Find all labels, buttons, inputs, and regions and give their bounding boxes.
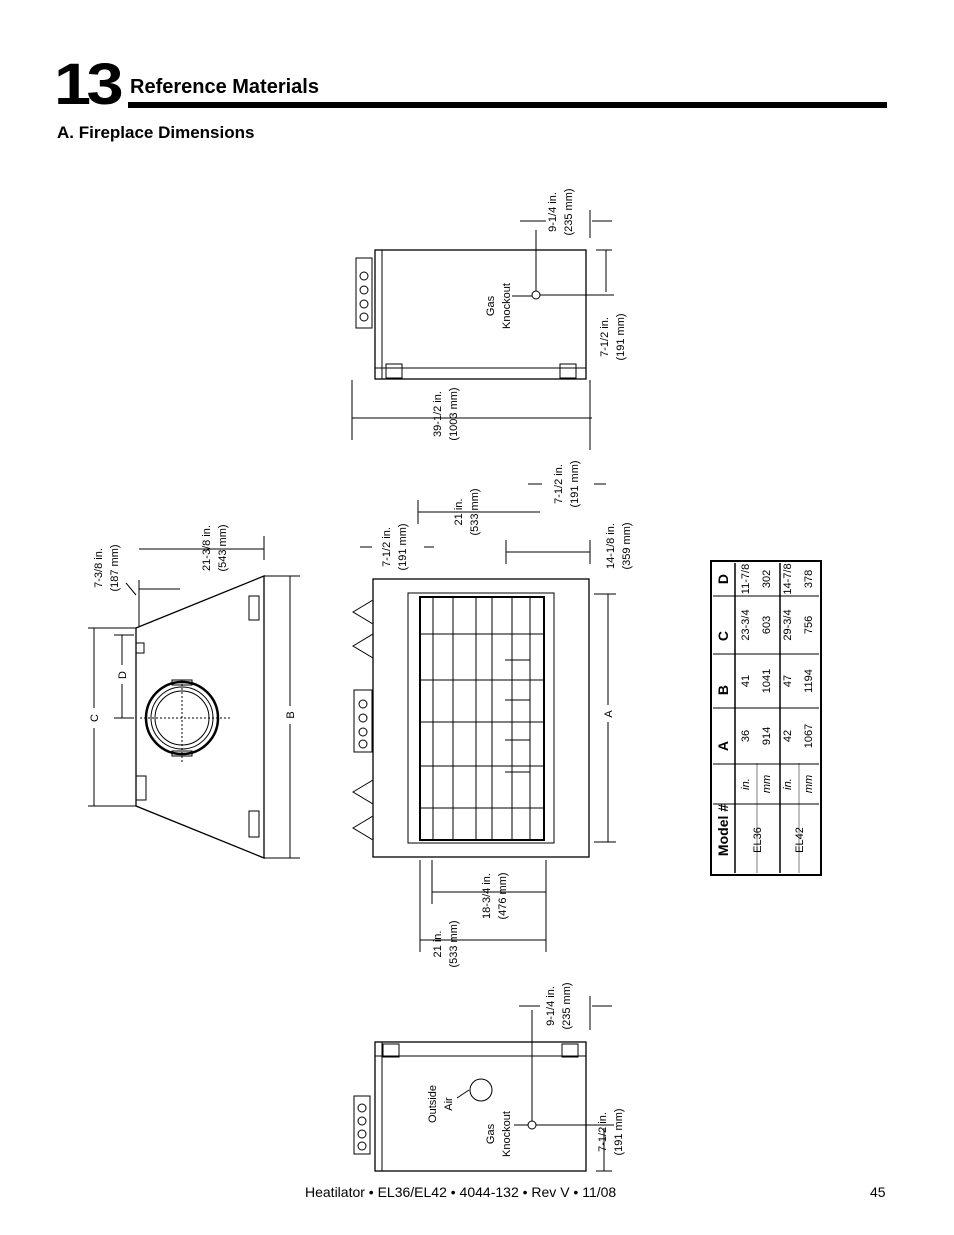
- page-number: 45: [870, 1184, 886, 1200]
- table-header-a: A: [715, 741, 731, 751]
- lower-air-label-line2: Air: [443, 1097, 455, 1111]
- top-view-upper-drawing: [351, 210, 614, 450]
- table-cell-r1-b: 41: [740, 675, 752, 687]
- table-cell-r1-d: 11-7/8: [740, 564, 752, 594]
- front-dim-18-line2: (476 mm): [497, 872, 509, 919]
- front-dim-14-line2: (359 mm): [621, 522, 633, 569]
- front-dim-left-line1: 7-1/2 in.: [381, 527, 393, 567]
- side-dim-width-line1: 21-3/8 in.: [201, 525, 213, 571]
- side-label-b: B: [285, 711, 297, 718]
- chapter-number: 13: [54, 52, 124, 117]
- table-cell-r1-a: 36: [740, 730, 752, 742]
- upper-gas-label-line2: Knockout: [501, 283, 513, 329]
- top-view-lower-drawing: [353, 996, 614, 1172]
- table-unit-r1: in.: [740, 778, 752, 790]
- table-cell-r2-a: 914: [761, 727, 773, 745]
- front-dim-14-line1: 14-1/8 in.: [605, 523, 617, 569]
- table-unit-r2: mm: [761, 775, 773, 793]
- side-dim-top-line1: 7-3/8 in.: [93, 548, 105, 588]
- table-cell-r3-c: 29-3/4: [782, 609, 794, 640]
- table-cell-r2-c: 603: [761, 616, 773, 634]
- table-cell-r1-c: 23-3/4: [740, 609, 752, 640]
- table-cell-r3-d: 14-7/8: [782, 563, 794, 594]
- table-header-c: C: [715, 631, 731, 641]
- table-cell-r4-b: 1194: [803, 669, 815, 693]
- table-cell-r4-a: 1067: [803, 724, 815, 748]
- front-dim-right-line2: (191 mm): [569, 460, 581, 507]
- upper-gas-label-line1: Gas: [485, 295, 497, 316]
- front-dim-left-line2: (191 mm): [397, 523, 409, 570]
- lower-air-label-line1: Outside: [427, 1085, 439, 1123]
- side-dim-top-line2: (187 mm): [109, 544, 121, 591]
- table-cell-r4-c: 756: [803, 616, 815, 634]
- table-cell-r2-d: 302: [761, 570, 773, 588]
- table-model-el42: EL42: [794, 827, 806, 853]
- table-header-d: D: [715, 574, 731, 584]
- table-model-el36: EL36: [752, 827, 764, 853]
- table-cell-r3-b: 47: [782, 675, 794, 687]
- table-cell-r2-b: 1041: [761, 669, 773, 693]
- side-dim-width-line2: (543 mm): [217, 524, 229, 571]
- upper-dim-front-line2: (235 mm): [563, 188, 575, 235]
- front-dim-21top-line1: 21 in.: [453, 499, 465, 526]
- lower-dim-gas-line2: (191 mm): [613, 1108, 625, 1155]
- footer-text: Heatilator • EL36/EL42 • 4044-132 • Rev …: [305, 1184, 617, 1200]
- front-dim-right-line1: 7-1/2 in.: [553, 464, 565, 504]
- table-header-model: Model #: [715, 804, 731, 856]
- side-label-c: C: [89, 714, 101, 722]
- lower-gas-label-line2: Knockout: [501, 1111, 513, 1157]
- front-view-drawing: [352, 483, 616, 952]
- upper-dim-width-line2: (1003 mm): [448, 387, 460, 440]
- front-dim-21bot-line1: 21 in.: [432, 931, 444, 958]
- section-title: A. Fireplace Dimensions: [57, 123, 255, 142]
- lower-dim-gas-line1: 7-1/2 in.: [597, 1112, 609, 1152]
- front-dim-18-line1: 18-3/4 in.: [481, 873, 493, 919]
- upper-dim-gas-line1: 7-1/2 in.: [599, 317, 611, 357]
- table-cell-r3-a: 42: [782, 730, 794, 742]
- upper-dim-gas-line2: (191 mm): [615, 313, 627, 360]
- upper-dim-front-line1: 9-1/4 in.: [547, 192, 559, 232]
- table-cell-r4-d: 378: [803, 570, 815, 588]
- table-unit-r4: mm: [803, 775, 815, 793]
- lower-dim-front-line2: (235 mm): [561, 982, 573, 1029]
- chapter-rule: [128, 102, 887, 108]
- dimension-table: Model # A B C D EL36 EL42 in. mm in. mm …: [710, 560, 822, 876]
- side-view-drawing: [88, 536, 300, 859]
- table-unit-r3: in.: [782, 778, 794, 790]
- front-dim-21top-line2: (533 mm): [469, 488, 481, 535]
- upper-dim-width-line1: 39-1/2 in.: [432, 391, 444, 437]
- lower-gas-label-line1: Gas: [485, 1123, 497, 1144]
- side-label-d: D: [117, 671, 129, 679]
- table-header-b: B: [715, 685, 731, 695]
- front-label-a: A: [603, 710, 615, 718]
- lower-dim-front-line1: 9-1/4 in.: [545, 986, 557, 1026]
- front-dim-21bot-line2: (533 mm): [448, 920, 460, 967]
- chapter-title: Reference Materials: [130, 76, 319, 98]
